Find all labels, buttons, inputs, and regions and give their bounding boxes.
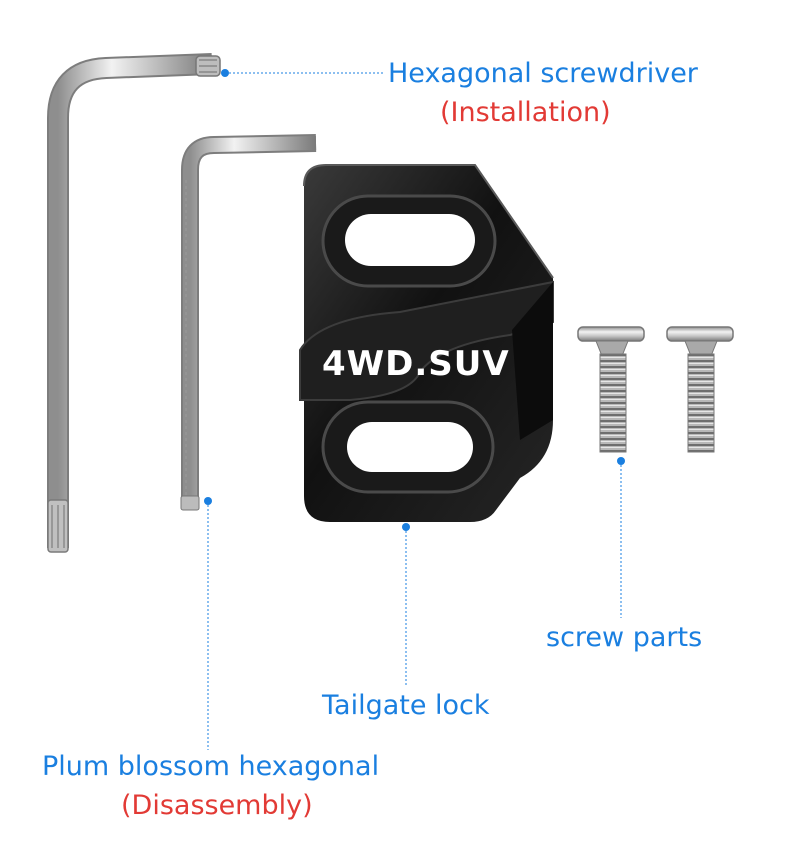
hex-screwdriver-label: Hexagonal screwdriver — [388, 58, 698, 89]
plum-blossom-key — [47, 53, 221, 553]
screw-right — [666, 326, 734, 453]
installation-label: (Installation) — [440, 97, 611, 128]
callout-plum-blossom — [204, 497, 212, 750]
screw-left — [577, 326, 645, 453]
callout-hex-screwdriver — [221, 69, 384, 77]
brand-mark: 4WD.SUV — [322, 344, 510, 384]
hex-key — [180, 134, 317, 511]
callout-screw-parts — [617, 457, 625, 618]
disassembly-label: (Disassembly) — [121, 790, 313, 821]
tailgate-lock-label: Tailgate lock — [322, 690, 490, 721]
plum-blossom-label: Plum blossom hexagonal — [42, 751, 380, 782]
screw-parts-label: screw parts — [546, 622, 703, 653]
tailgate-lock — [299, 164, 554, 522]
callout-tailgate-lock — [402, 523, 410, 686]
